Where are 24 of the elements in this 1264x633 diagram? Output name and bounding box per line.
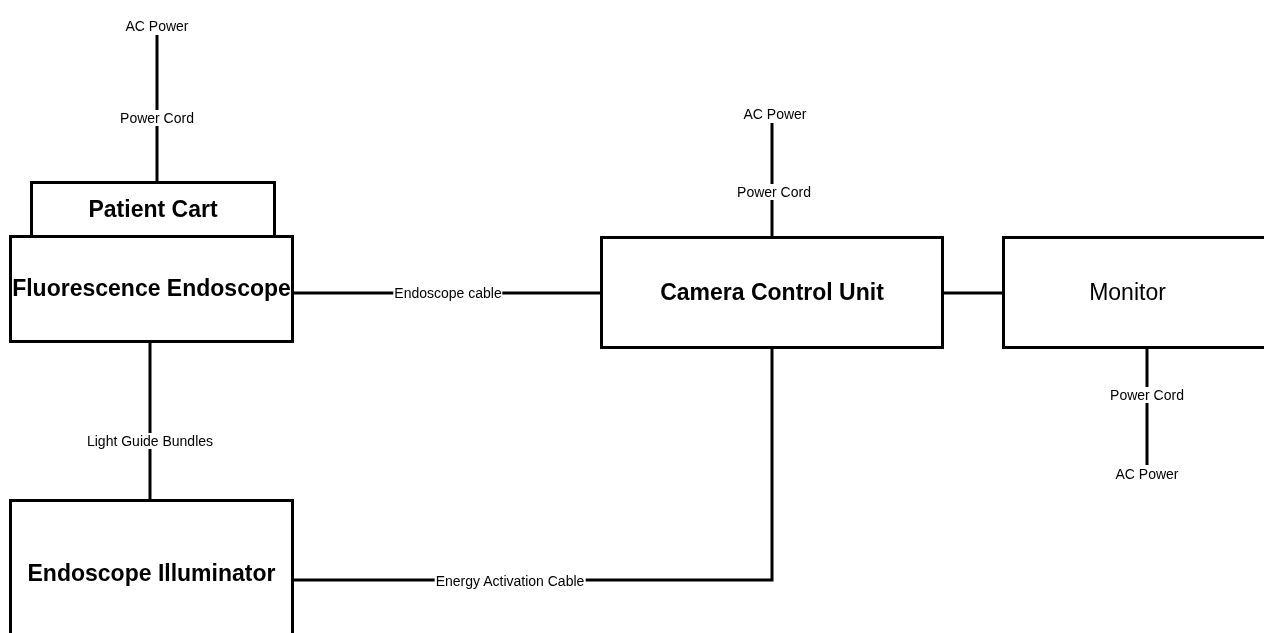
component-box: [9, 499, 294, 633]
power-source-label: AC Power: [1102, 465, 1192, 483]
component-box: [1002, 236, 1264, 349]
component-name: Endoscope Illuminator: [27, 560, 276, 588]
cable-line: [770, 123, 774, 236]
component-name: Patient Cart: [88, 195, 218, 224]
component-box: [9, 235, 294, 343]
component-name: Monitor: [1089, 278, 1166, 307]
component-box: [30, 181, 276, 238]
component-name: Fluorescence Endoscope: [12, 275, 291, 303]
component-name: Camera Control Unit: [660, 278, 884, 307]
power-source-label: AC Power: [112, 17, 202, 35]
edge-label: Endoscope cable: [393, 285, 503, 301]
edge-label: Power Cord: [1109, 387, 1185, 403]
edge-label: Power Cord: [736, 184, 812, 200]
cable-line: [944, 291, 1002, 295]
edge-label: Energy Activation Cable: [434, 573, 586, 589]
cable-line: [1145, 349, 1149, 465]
edge-label: Light Guide Bundles: [85, 433, 215, 449]
component-box: [600, 236, 944, 349]
cable-line: [155, 35, 159, 181]
power-source-label: AC Power: [730, 105, 820, 123]
edge-label: Power Cord: [119, 110, 195, 126]
cable-line: [148, 343, 152, 499]
